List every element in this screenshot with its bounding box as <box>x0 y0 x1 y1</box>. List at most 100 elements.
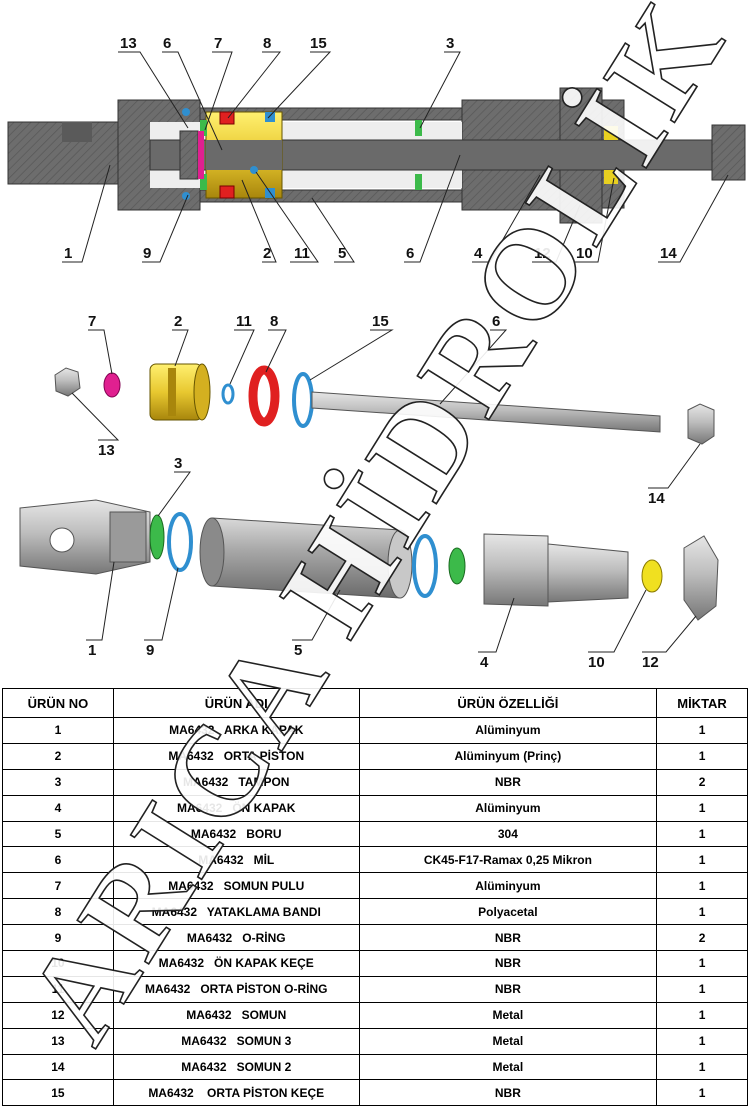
exp-callout-1: 1 <box>88 642 96 659</box>
cell-spec: Alüminyum <box>358 872 658 900</box>
exp-callout-4: 4 <box>480 654 489 671</box>
cell-spec: Alüminyum (Prinç) <box>358 742 658 770</box>
cell-name: MA6432 BORU <box>112 820 360 848</box>
cell-name: MA6432 O-RİNG <box>112 924 360 952</box>
cell-name: MA6432 TAMPON <box>112 768 360 796</box>
cell-no: 1 <box>2 717 114 744</box>
callout-13: 13 <box>120 35 137 52</box>
cell-qty: 1 <box>656 872 748 900</box>
cell-spec: Polyacetal <box>358 898 658 926</box>
cell-spec: Metal <box>358 1001 658 1029</box>
cell-name: MA6432 SOMUN 2 <box>112 1053 360 1081</box>
cell-no: 14 <box>2 1053 114 1081</box>
cell-name: MA6432 ARKA KAPAK <box>112 717 360 744</box>
cell-no: 11 <box>2 975 114 1003</box>
callout-5: 5 <box>338 245 346 262</box>
cell-qty: 1 <box>656 950 748 977</box>
cell-spec: Metal <box>358 1027 658 1055</box>
cell-spec: NBR <box>358 1079 658 1107</box>
exploded-row-1 <box>54 363 715 445</box>
cell-qty: 2 <box>656 924 748 952</box>
cell-spec: 304 <box>358 820 658 848</box>
cylinder-drawing: 13 6 7 8 15 3 1 9 2 11 5 6 4 12 10 14 <box>7 35 746 671</box>
cell-no: 6 <box>2 846 114 874</box>
header-miktar: MİKTAR <box>656 688 748 718</box>
cell-no: 15 <box>2 1079 114 1107</box>
callout-1: 1 <box>64 245 72 262</box>
cell-qty: 1 <box>656 794 748 822</box>
cell-name: MA6432 ÖN KAPAK KEÇE <box>112 950 360 977</box>
callout-12: 12 <box>534 245 551 262</box>
cell-no: 12 <box>2 1001 114 1029</box>
cell-spec: NBR <box>358 950 658 977</box>
callout-15: 15 <box>310 35 327 52</box>
cell-no: 2 <box>2 742 114 770</box>
cell-qty: 1 <box>656 742 748 770</box>
top-leaders <box>62 51 729 263</box>
exp-callout-11: 11 <box>236 313 252 330</box>
cell-no: 10 <box>2 950 114 977</box>
exploded-callout-numbers: 7 2 11 8 15 6 13 14 3 1 9 5 4 10 12 <box>88 313 665 671</box>
cell-name: MA6432 SOMUN <box>112 1001 360 1029</box>
cell-name: MA6432 SOMUN 3 <box>112 1027 360 1055</box>
exp-callout-13: 13 <box>98 442 115 459</box>
cell-spec: Alüminyum <box>358 717 658 744</box>
exploded-leaders <box>71 329 701 653</box>
cell-no: 8 <box>2 898 114 926</box>
header-urun-adi: ÜRÜN ADI <box>112 688 360 718</box>
cell-qty: 1 <box>656 1053 748 1081</box>
callout-6b: 6 <box>406 245 414 262</box>
cell-qty: 1 <box>656 846 748 874</box>
cell-name: MA6432 ORTA PİSTON <box>112 742 360 770</box>
callout-7: 7 <box>214 35 222 52</box>
cell-spec: Metal <box>358 1053 658 1081</box>
cell-qty: 1 <box>656 1079 748 1107</box>
cell-name: MA6432 MİL <box>112 846 360 874</box>
callout-8: 8 <box>263 35 271 52</box>
section-view <box>7 87 746 224</box>
exp-callout-9: 9 <box>146 642 154 659</box>
exp-callout-3: 3 <box>174 455 182 472</box>
exploded-row-2 <box>19 499 719 621</box>
exp-callout-8: 8 <box>270 313 278 330</box>
callout-11: 11 <box>294 245 310 262</box>
callout-10: 10 <box>576 245 593 262</box>
exp-callout-10: 10 <box>588 654 605 671</box>
cell-name: MA6432 YATAKLAMA BANDI <box>112 898 360 926</box>
cell-spec: CK45-F17-Ramax 0,25 Mikron <box>358 846 658 874</box>
callout-3: 3 <box>446 35 454 52</box>
header-urun-ozelligi: ÜRÜN ÖZELLİĞİ <box>358 688 658 718</box>
cell-qty: 1 <box>656 820 748 848</box>
cell-no: 7 <box>2 872 114 900</box>
cell-name: MA6432 ÖN KAPAK <box>112 794 360 822</box>
exp-callout-12: 12 <box>642 654 659 671</box>
cell-qty: 2 <box>656 768 748 796</box>
exp-callout-14: 14 <box>648 490 665 507</box>
callout-2: 2 <box>263 245 271 262</box>
top-callout-numbers: 13 6 7 8 15 3 1 9 2 11 5 6 4 12 10 14 <box>64 35 677 262</box>
exp-callout-2: 2 <box>174 313 182 330</box>
callout-6: 6 <box>163 35 171 52</box>
cell-spec: NBR <box>358 975 658 1003</box>
table-header-row: ÜRÜN NO ÜRÜN ADI ÜRÜN ÖZELLİĞİ MİKTAR <box>2 688 748 718</box>
cell-qty: 1 <box>656 975 748 1003</box>
cell-no: 13 <box>2 1027 114 1055</box>
cell-name: MA6432 ORTA PİSTON KEÇE <box>112 1079 360 1107</box>
cell-spec: Alüminyum <box>358 794 658 822</box>
cell-qty: 1 <box>656 717 748 744</box>
cell-name: MA6432 ORTA PİSTON O-RİNG <box>112 975 360 1003</box>
callout-9: 9 <box>143 245 151 262</box>
